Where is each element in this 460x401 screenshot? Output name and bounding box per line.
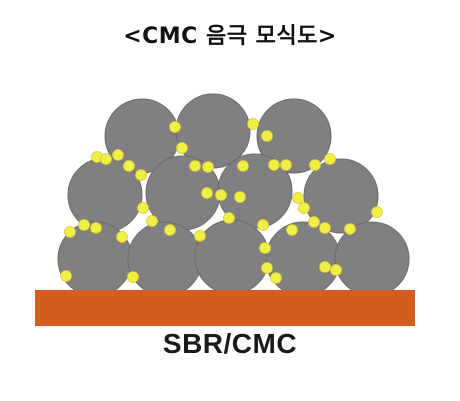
binder-dot: [237, 160, 249, 172]
binder-dot: [319, 261, 331, 273]
binder-dot: [137, 202, 149, 214]
binder-dot: [64, 226, 76, 238]
diagram-title: <CMC 음극 모식도>: [123, 24, 337, 49]
binder-dot: [90, 222, 102, 234]
binder-dot: [268, 159, 280, 171]
binder-dot: [176, 142, 188, 154]
current-collector: [35, 290, 415, 326]
binder-dot: [270, 272, 282, 284]
binder-dot: [112, 149, 124, 161]
binder-dot: [234, 191, 246, 203]
binder-dots: [60, 118, 383, 284]
binder-dot: [280, 159, 292, 171]
binder-dot: [202, 161, 214, 173]
binder-dot: [215, 189, 227, 201]
binder-dot: [194, 230, 206, 242]
binder-dot: [164, 224, 176, 236]
binder-dot: [324, 153, 336, 165]
active-particles: [57, 93, 410, 297]
diagram-caption: SBR/CMC: [162, 328, 298, 359]
binder-dot: [259, 242, 271, 254]
binder-dot: [146, 215, 158, 227]
binder-dot: [223, 212, 235, 224]
binder-dot: [78, 219, 90, 231]
binder-dot: [189, 160, 201, 172]
binder-dot: [261, 130, 273, 142]
binder-dot: [247, 118, 259, 130]
active-particle: [303, 158, 379, 234]
binder-dot: [257, 219, 269, 231]
binder-dot: [298, 202, 310, 214]
binder-dot: [309, 159, 321, 171]
binder-dot: [60, 270, 72, 282]
binder-dot: [344, 223, 356, 235]
binder-dot: [371, 206, 383, 218]
binder-dot: [100, 153, 112, 165]
binder-dot: [169, 121, 181, 133]
binder-dot: [330, 264, 342, 276]
active-particle: [194, 219, 270, 295]
binder-dot: [123, 160, 135, 172]
binder-dot: [201, 187, 213, 199]
active-particle: [265, 221, 341, 297]
binder-dot: [286, 224, 298, 236]
active-particle: [256, 98, 332, 174]
binder-dot: [127, 271, 139, 283]
binder-dot: [116, 231, 128, 243]
binder-dot: [261, 262, 273, 274]
binder-dot: [135, 169, 147, 181]
binder-dot: [319, 222, 331, 234]
binder-dot: [292, 192, 304, 204]
binder-dot: [308, 216, 320, 228]
